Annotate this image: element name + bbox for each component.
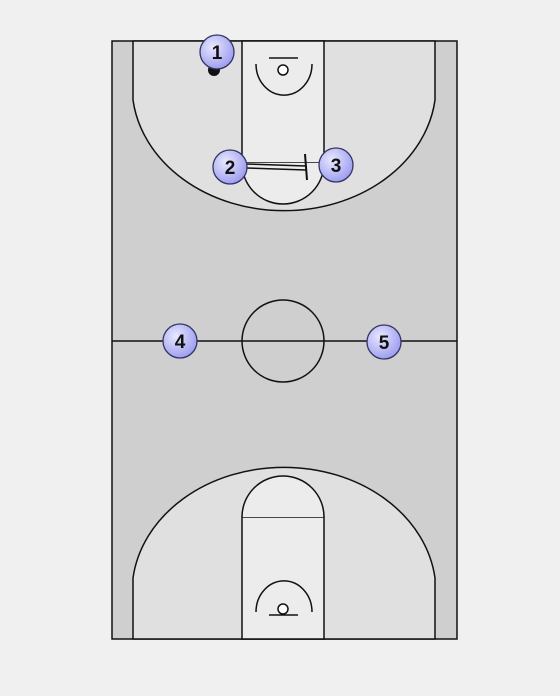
bottom-restricted-arc — [255, 580, 313, 613]
player-1-marker — [199, 34, 235, 70]
top-lane — [241, 40, 325, 164]
player-2-marker — [212, 149, 248, 185]
top-restricted-arc — [255, 63, 313, 96]
player-4[interactable]: 4 — [162, 323, 198, 359]
player-3-marker — [318, 147, 354, 183]
center-circle — [241, 299, 325, 383]
bottom-lane — [241, 516, 325, 640]
top-free-throw-circle — [241, 162, 325, 205]
player-5-label: 5 — [379, 333, 390, 354]
player-1-label: 1 — [212, 43, 223, 64]
screen-path-line — [245, 163, 307, 167]
player-3[interactable]: 3 — [318, 147, 354, 183]
player-5-marker — [366, 324, 402, 360]
player-4-marker — [162, 323, 198, 359]
player-2[interactable]: 2 — [212, 149, 248, 185]
player-4-label: 4 — [175, 332, 186, 353]
screen-path-line-lower — [245, 167, 307, 171]
player-2-label: 2 — [225, 158, 236, 179]
player-3-label: 3 — [331, 156, 342, 177]
screen-action — [245, 153, 308, 181]
player-1[interactable]: 1 — [199, 34, 235, 70]
bottom-hoop — [277, 603, 289, 615]
player-5[interactable]: 5 — [366, 324, 402, 360]
screen-tee — [304, 153, 308, 181]
bottom-free-throw-circle — [241, 475, 325, 518]
top-hoop — [277, 64, 289, 76]
